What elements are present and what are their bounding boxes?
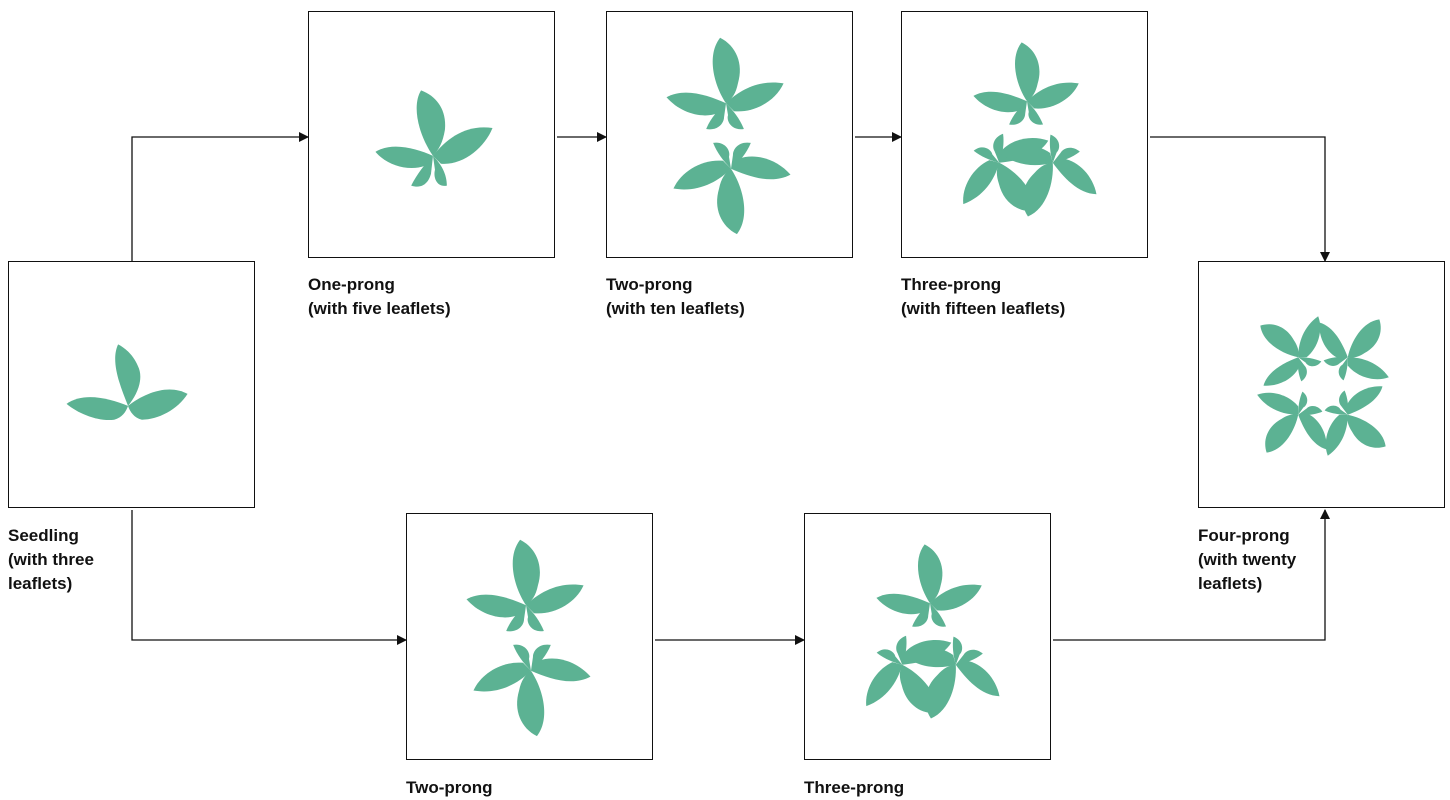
- one-prong-label: One-prong (with five leaflets): [308, 273, 548, 321]
- two-prong-plant-icon: [666, 37, 791, 235]
- seedling-subtitle-line-2: leaflets): [8, 574, 73, 593]
- arrow-seedling-to-one-prong: [131, 132, 309, 261]
- seedling-box: [8, 261, 255, 508]
- seedling-plant-icon: [66, 344, 188, 421]
- three-prong-top-box: [901, 11, 1148, 258]
- three-prong-bottom-box: [804, 513, 1051, 760]
- three-prong-bottom-label: Three-prong: [804, 776, 1044, 800]
- two-prong-bottom-box: [406, 513, 653, 760]
- four-prong-subtitle-line-2: leaflets): [1198, 574, 1263, 593]
- four-prong-subtitle-line-1: (with twenty: [1198, 550, 1297, 569]
- three-prong-plant-icon: [866, 544, 1000, 719]
- four-prong-box: [1198, 261, 1445, 508]
- one-prong-plant-icon: [375, 90, 493, 187]
- one-prong-title: One-prong: [308, 275, 395, 294]
- one-prong-subtitle: (with five leaflets): [308, 299, 451, 318]
- three-prong-top-subtitle: (with fifteen leaflets): [901, 299, 1066, 318]
- two-prong-top-label: Two-prong (with ten leaflets): [606, 273, 846, 321]
- two-prong-bottom-label: Two-prong: [406, 776, 646, 800]
- two-prong-bottom-title: Two-prong: [406, 778, 493, 797]
- four-prong-plant-icon: [1257, 316, 1389, 456]
- two-prong-top-title: Two-prong: [606, 275, 693, 294]
- three-prong-top-title: Three-prong: [901, 275, 1002, 294]
- arrow-three-prong-to-four-prong: [1150, 136, 1330, 262]
- seedling-subtitle-line-1: (with three: [8, 550, 94, 569]
- three-prong-plant-icon: [963, 42, 1097, 217]
- arrow-seedling-to-two-prong-bottom: [131, 510, 407, 645]
- one-prong-box: [308, 11, 555, 258]
- two-prong-top-box: [606, 11, 853, 258]
- two-prong-plant-icon: [466, 539, 591, 737]
- arrow-three-prong-to-four-prong-bottom: [1053, 509, 1330, 641]
- three-prong-bottom-title: Three-prong: [804, 778, 905, 797]
- three-prong-top-label: Three-prong (with fifteen leaflets): [901, 273, 1161, 321]
- four-prong-title: Four-prong: [1198, 526, 1290, 545]
- two-prong-top-subtitle: (with ten leaflets): [606, 299, 745, 318]
- seedling-label: Seedling (with three leaflets): [8, 524, 148, 596]
- four-prong-label: Four-prong (with twenty leaflets): [1198, 524, 1438, 596]
- seedling-title: Seedling: [8, 526, 79, 545]
